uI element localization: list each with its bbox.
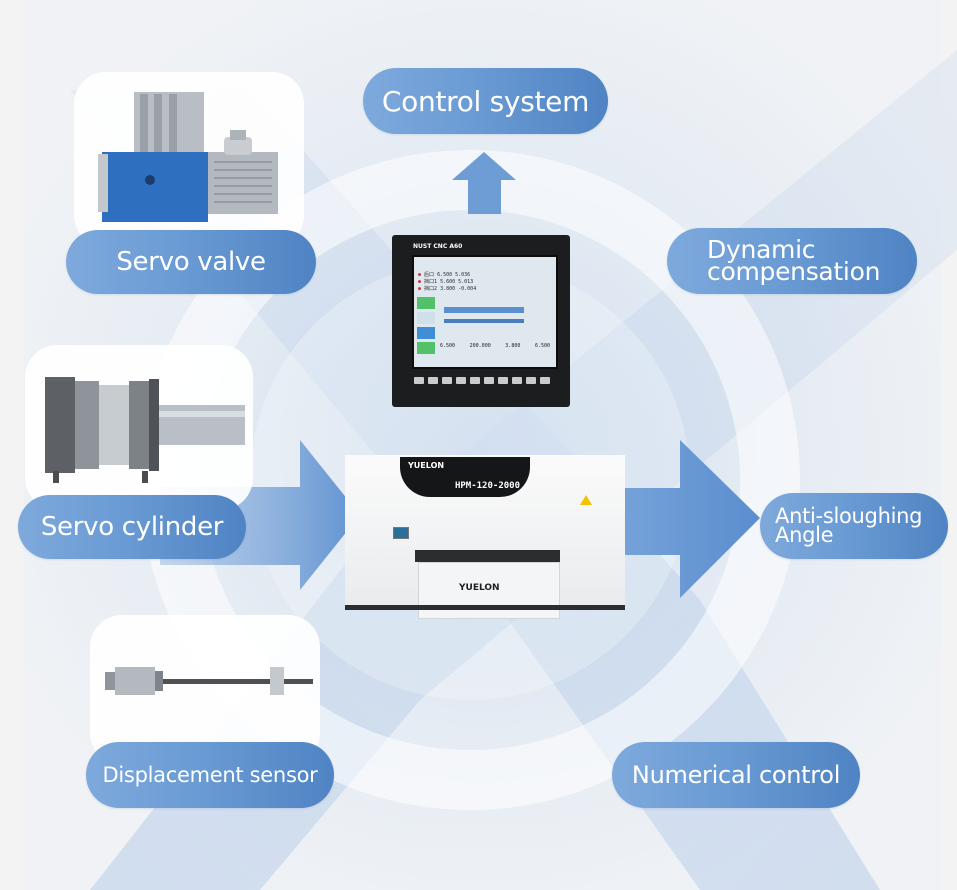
node-anti-sloughing-angle: Anti-sloughing Angle: [760, 493, 948, 559]
cnc-key: [442, 377, 452, 384]
cnc-screen: NUST CNC A60 ● 后口 6.500 5.036 ● 挡口1 5.60…: [412, 243, 558, 369]
node-label: Numerical control: [631, 761, 841, 789]
machine-base: [345, 605, 625, 610]
node-label-line2: compensation: [707, 257, 881, 286]
cnc-key: [484, 377, 494, 384]
node-label-line2: Angle: [775, 523, 834, 547]
node-label: Servo cylinder: [40, 512, 224, 542]
cnc-key: [456, 377, 466, 384]
node-dynamic-compensation: Dynamic compensation: [667, 228, 917, 294]
cnc-row-v1: 6.500: [437, 272, 453, 278]
cnc-row: ● 挡口2 3.800 -0.004: [418, 286, 477, 292]
node-label: Servo valve: [116, 247, 266, 277]
cnc-brand: NUST CNC A60: [413, 243, 463, 250]
cnc-row-v1: 5.600: [440, 279, 456, 285]
servo-valve-image: [98, 92, 278, 222]
machine-front-logo: YUELON: [459, 583, 500, 593]
node-control-system: Control system: [363, 68, 608, 134]
cnc-function-keys: [414, 377, 550, 384]
node-label: Displacement sensor: [102, 763, 318, 787]
cnc-row-v2: 5.036: [455, 272, 471, 278]
machine-front-cabinet: YUELON: [418, 562, 560, 619]
cnc-row-v1: 3.800: [440, 286, 456, 292]
node-label-line1: Anti-sloughing: [775, 504, 923, 529]
cnc-row-v2: -0.004: [458, 286, 477, 292]
cnc-controller: NUST CNC A60 ● 后口 6.500 5.036 ● 挡口1 5.60…: [392, 235, 570, 407]
cnc-die-graphic: [444, 319, 524, 323]
node-label-line1: Dynamic: [707, 234, 816, 264]
cnc-punch-graphic: [444, 307, 524, 313]
node-servo-valve: Servo valve: [66, 230, 316, 294]
cnc-key: [498, 377, 508, 384]
node-servo-cylinder: Servo cylinder: [18, 495, 246, 559]
cnc-row: ● 挡口1 5.600 5.013: [418, 279, 474, 285]
machine-header-panel: YUELON HPM-120-2000: [400, 457, 530, 497]
cnc-side-button: [417, 327, 435, 339]
cnc-row: ● 后口 6.500 5.036: [418, 272, 471, 278]
cnc-value: 6.500: [534, 343, 550, 349]
cnc-side-button: [417, 342, 435, 354]
node-displacement-sensor: Displacement sensor: [86, 742, 334, 808]
cnc-row-label: 后口: [424, 272, 435, 278]
cnc-side-buttons: [417, 297, 435, 361]
servo-cylinder-card: [25, 345, 253, 510]
warning-icon: [580, 495, 592, 505]
cnc-row-v2: 5.013: [458, 279, 474, 285]
displacement-sensor-card: [90, 615, 320, 765]
cnc-value: 6.500: [440, 343, 456, 349]
node-label: Control system: [381, 84, 590, 118]
cnc-bottom-values: 6.500 200.000 3.800 6.500: [440, 343, 550, 349]
cnc-side-button: [417, 312, 435, 324]
servo-cylinder-image: [45, 377, 245, 483]
cnc-side-button: [417, 297, 435, 309]
cnc-key: [428, 377, 438, 384]
displacement-sensor-image: [105, 667, 313, 695]
cnc-key: [470, 377, 480, 384]
arrow-up: [452, 152, 516, 214]
servo-valve-card: [74, 72, 304, 247]
cnc-row-label: 挡口2: [424, 286, 438, 292]
cnc-key: [512, 377, 522, 384]
cnc-readouts: ● 后口 6.500 5.036 ● 挡口1 5.600 5.013 ● 挡口2…: [418, 271, 552, 292]
node-numerical-control: Numerical control: [612, 742, 860, 808]
machine-hmi: [393, 527, 409, 539]
cnc-value: 3.800: [505, 343, 521, 349]
machine-model: HPM-120-2000: [454, 481, 520, 491]
cnc-key: [526, 377, 536, 384]
cnc-key: [540, 377, 550, 384]
cnc-row-label: 挡口1: [424, 279, 438, 285]
machine-brand-logo: YUELON: [408, 461, 445, 470]
cnc-value: 200.000: [469, 343, 491, 349]
machine-worktable: [415, 550, 560, 562]
cnc-key: [414, 377, 424, 384]
arrow-right-out: [600, 440, 760, 598]
press-brake-machine: YUELON HPM-120-2000 YUELON: [345, 455, 625, 625]
